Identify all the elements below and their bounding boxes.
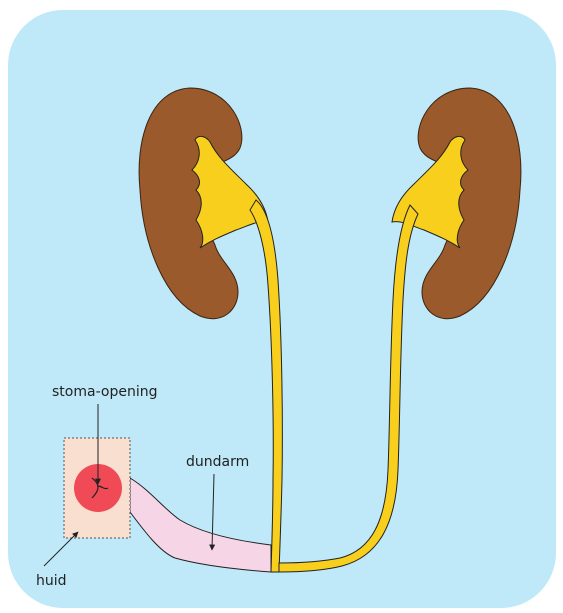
huid-label: huid: [36, 573, 67, 589]
stoma-opening-label: stoma-opening: [52, 384, 157, 400]
dundarm-label: dundarm: [186, 454, 249, 470]
